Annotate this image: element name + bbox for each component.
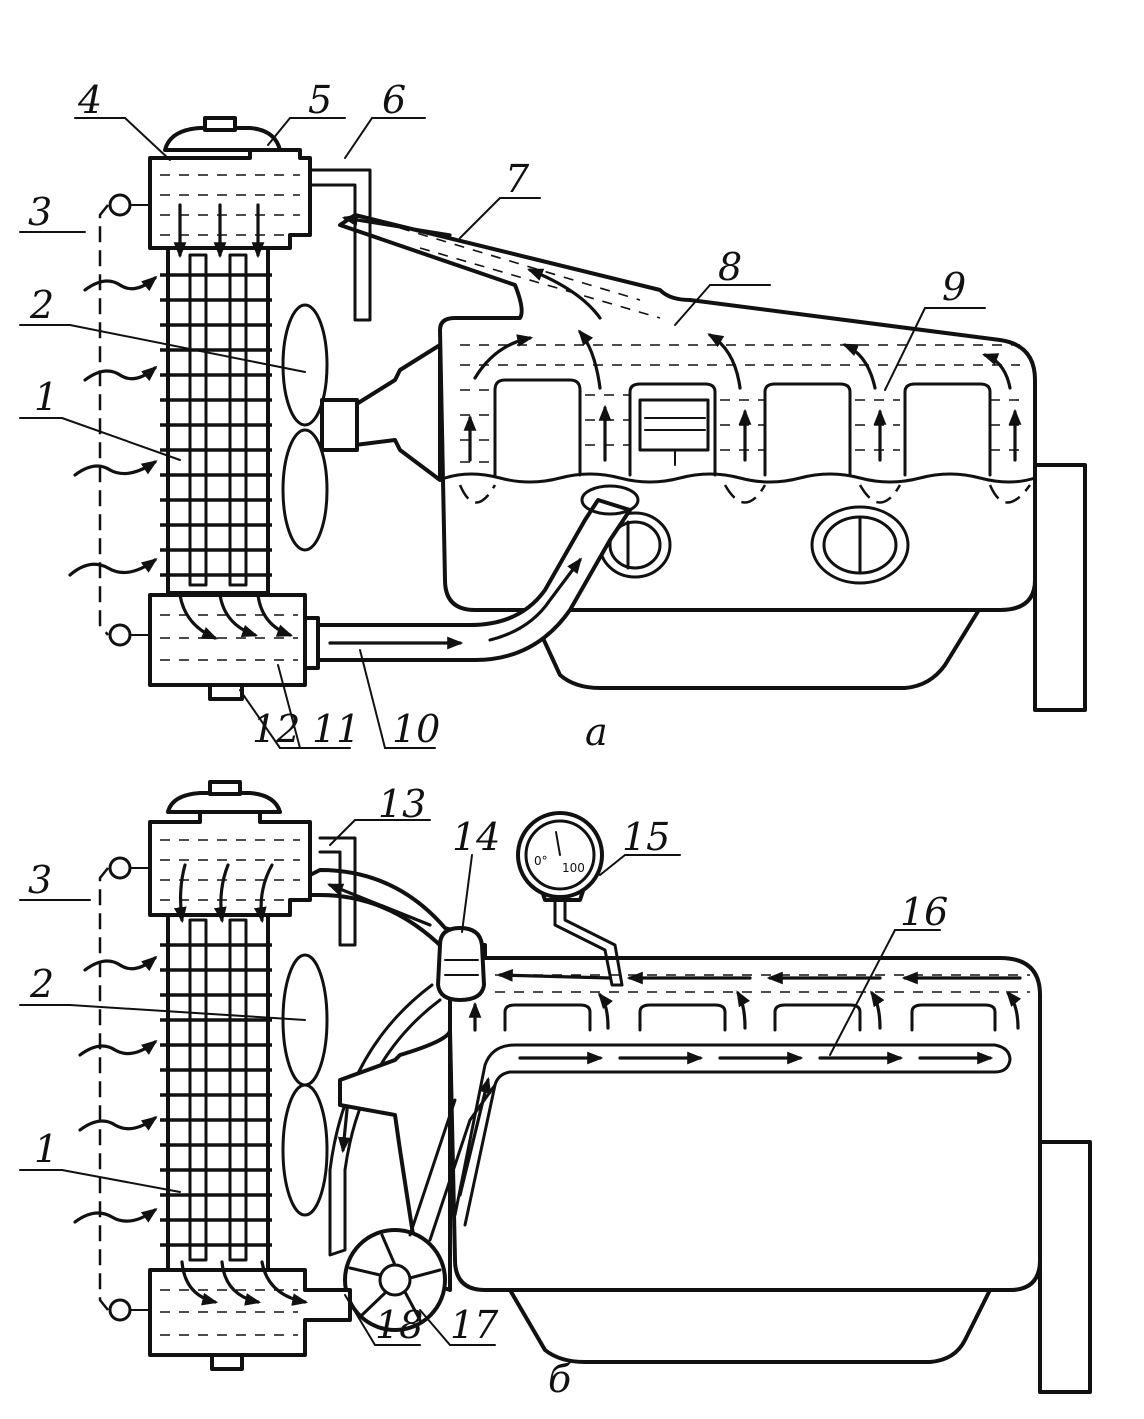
caption-a: а (585, 710, 608, 754)
fan-blade-lower-a (281, 428, 329, 552)
jacket-flow-arrows-a (341, 213, 1022, 462)
leaders-b (19, 819, 941, 1346)
fan-pulley-b (338, 1028, 452, 1292)
label-9-a: 9 (942, 265, 966, 309)
label-1-a: 1 (34, 375, 58, 419)
shutter-cord-b (98, 867, 109, 1311)
fan-blade-lower-b (281, 1083, 329, 1217)
engine-block-b (448, 943, 1042, 1292)
label-12-a: 12 (252, 707, 300, 751)
gauge-min-label: 0° (534, 854, 548, 868)
scheme-b-forced: 0° 100 (19, 780, 1092, 1401)
jacket-flow-arrows-b (468, 968, 1022, 1032)
flywheel-housing-b (1038, 1140, 1092, 1394)
label-3-b: 3 (28, 858, 52, 902)
label-13-b: 13 (378, 782, 426, 826)
label-5-a: 5 (308, 78, 332, 122)
air-flow-arrows-a (68, 275, 158, 577)
lower-hose-a (310, 498, 632, 662)
oil-pan-b (508, 1288, 992, 1364)
fan-hub-a (320, 398, 359, 452)
leaders-a (19, 117, 986, 749)
overflow-tube-a (293, 168, 372, 322)
engine-block-a (338, 213, 1037, 612)
overflow-tube-b (318, 836, 357, 947)
label-16-b: 16 (900, 890, 948, 934)
scheme-a-thermosiphon: 4 5 6 7 8 9 3 2 1 12 11 10 а (19, 78, 1087, 754)
gauge-max-label: 100 (562, 861, 585, 875)
flywheel-housing-a (1033, 463, 1087, 712)
upper-tank-a (148, 148, 312, 250)
pump-outlet-b (408, 1098, 457, 1237)
lower-tank-b (148, 1268, 352, 1357)
label-7-a: 7 (505, 157, 530, 201)
label-2-b: 2 (29, 962, 54, 1006)
filler-cap-b (166, 791, 282, 814)
label-11-a: 11 (312, 707, 360, 751)
drain-cock-b (210, 1353, 244, 1371)
air-flow-arrows-b (73, 955, 158, 1224)
bypass-hose-b (328, 983, 442, 1257)
channel-flow-arrows-b (458, 1051, 994, 1197)
water-pump-b (343, 1083, 497, 1332)
lower-tank-coolant-a (160, 593, 298, 661)
label-3-a: 3 (28, 190, 52, 234)
shutter-cord-a (98, 204, 109, 636)
upper-tank-b (148, 810, 312, 917)
jacket-coolant-a (399, 227, 1020, 463)
lower-tank-coolant-b (160, 1260, 309, 1336)
cylinders-a (458, 378, 1032, 585)
fan-pulley-a (353, 343, 442, 482)
label-18-b: 18 (375, 1303, 423, 1347)
radiator-core-b (160, 863, 274, 1272)
jacket-lower-edge-a (443, 472, 1037, 484)
radiator-core-a (160, 203, 272, 595)
caption-b: б (548, 1357, 572, 1401)
label-10-a: 10 (392, 707, 440, 751)
fan-blade-upper-a (281, 303, 329, 427)
label-8-a: 8 (718, 245, 742, 289)
distribution-channel-b (453, 1043, 1012, 1227)
label-6-a: 6 (382, 78, 406, 122)
label-1-b: 1 (34, 1127, 58, 1171)
temperature-gauge-b: 0° 100 (516, 811, 624, 987)
cylinder-tops-b (503, 1003, 997, 1032)
lower-tank-a (148, 593, 307, 687)
label-17-b: 17 (450, 1303, 499, 1347)
label-4-a: 4 (77, 78, 102, 122)
oil-pan-a (528, 598, 987, 690)
thermostat-b (436, 926, 486, 1002)
label-15-b: 15 (622, 815, 670, 859)
jacket-coolant-b (495, 974, 1030, 993)
drain-cock-a (208, 683, 244, 701)
upper-tank-coolant-a (160, 174, 300, 236)
filler-cap-a (163, 126, 282, 152)
label-2-a: 2 (29, 283, 54, 327)
label-14-b: 14 (452, 815, 500, 859)
